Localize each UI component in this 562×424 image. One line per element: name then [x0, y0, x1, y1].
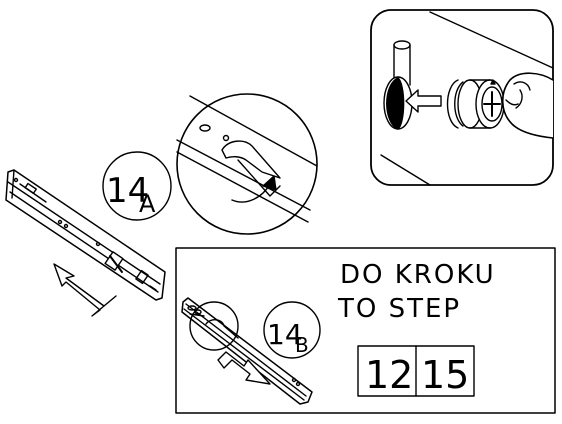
magnifier-circle [176, 93, 318, 235]
slide-rail-a [5, 169, 166, 301]
step-14a-badge: 14 A [102, 151, 172, 221]
goto-step-first: 12 [365, 353, 413, 397]
goto-step-second: 15 [421, 353, 469, 397]
clip-tail [237, 159, 281, 197]
board-edge [429, 11, 554, 69]
step-14a-number: 14 [106, 171, 149, 211]
rail-edge-upper [189, 95, 318, 167]
thumb-icon [501, 72, 554, 139]
dowel-hole-shadow [386, 77, 405, 130]
rail-edge-mid [176, 151, 309, 223]
direction-arrow-b-icon [217, 351, 271, 385]
step-14b-number: 14 [267, 318, 303, 351]
dowel-peg [383, 40, 413, 130]
rail-edge-top [176, 139, 311, 211]
screw-slot [199, 124, 211, 132]
lock-mark-icon [490, 79, 496, 85]
release-clip [221, 140, 281, 179]
clip-location-circle [189, 301, 239, 351]
board-edge-lower [380, 154, 431, 186]
insert-arrow-icon [405, 89, 442, 113]
magnified-clip-detail [176, 93, 318, 235]
step-14a-letter: A [139, 190, 156, 218]
step-14b-letter: B [295, 333, 309, 357]
slide-rail-b [181, 297, 313, 405]
direction-arrow-a-icon [53, 263, 117, 317]
goto-step-boxes: 12 15 [357, 345, 475, 397]
step-b-panel: 14 B DO KROKU TO STEP 12 15 [175, 247, 556, 414]
step-14b-badge: 14 B [263, 301, 321, 359]
goto-label-english: TO STEP [337, 294, 461, 324]
screw-hole [222, 134, 230, 142]
rotate-arrowhead-icon [262, 175, 277, 191]
goto-label-polish: DO KROKU [340, 260, 496, 290]
cam-lock-housing [446, 79, 505, 129]
cam-lock-detail-panel [370, 9, 554, 186]
